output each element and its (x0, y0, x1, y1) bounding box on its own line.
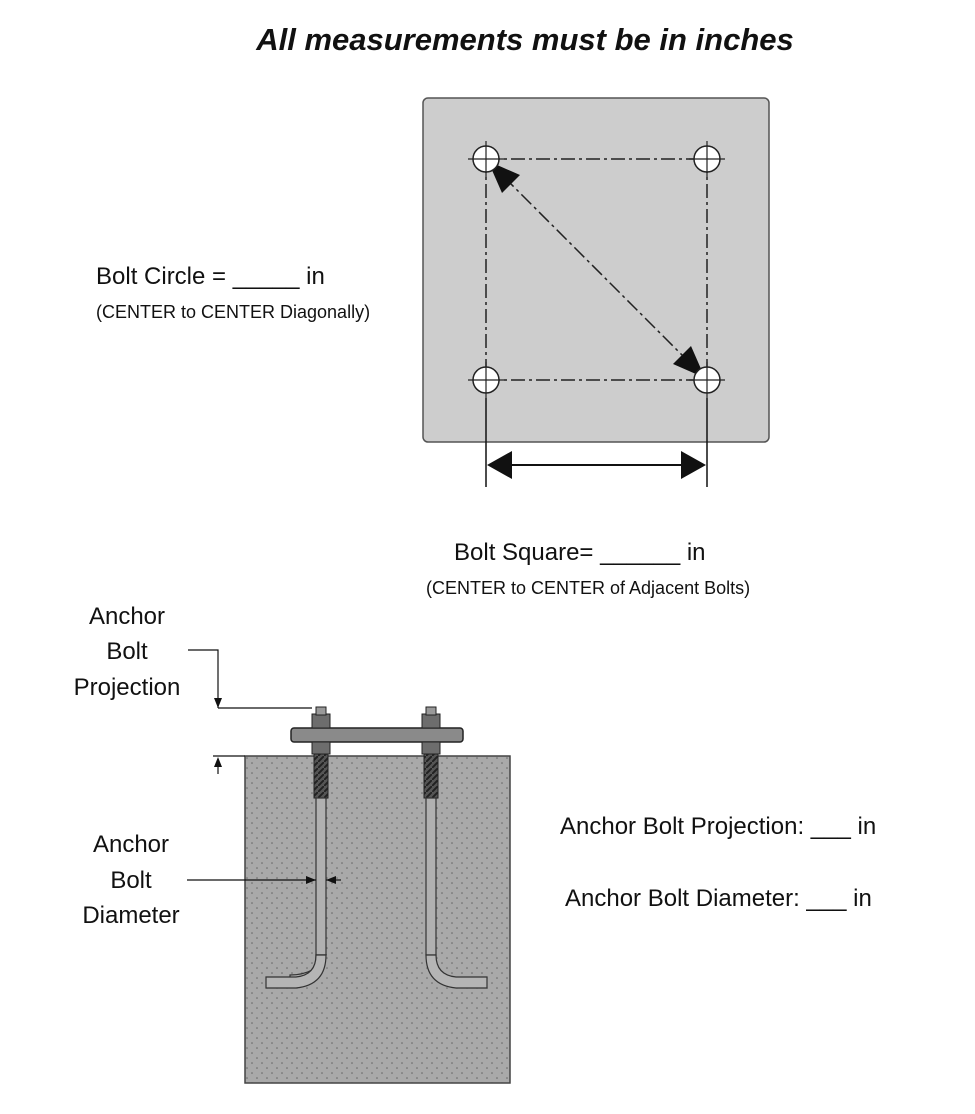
projection-callout-line-3: Projection (73, 674, 181, 701)
concrete-foundation (244, 755, 511, 1084)
anchor-bolt-left (265, 741, 329, 989)
projection-field: Anchor Bolt Projection: ___ in (560, 813, 877, 840)
diameter-callout-line-3: Diameter (82, 902, 180, 929)
bolt-square-label: Bolt Square= ______ in (454, 539, 706, 566)
hole-crosshairs (468, 141, 725, 398)
diameter-callout-line-1: Anchor (92, 831, 170, 858)
bolt-pattern-square (485, 158, 708, 381)
projection-callout-line-1: Anchor (88, 603, 166, 630)
dimension-arrow-left (487, 451, 512, 479)
bolt-square-note: (CENTER to CENTER of Adjacent Bolts) (426, 578, 751, 598)
top-plate (290, 727, 464, 743)
diagonal-arrow-head-bottom (673, 346, 705, 378)
diameter-field: Anchor Bolt Diameter: ___ in (565, 885, 872, 912)
diameter-arrow-left (306, 876, 316, 884)
bolt-circle-note: (CENTER to CENTER Diagonally) (96, 302, 371, 322)
projection-callout-line-2: Bolt (106, 638, 148, 665)
nuts (311, 706, 441, 755)
dimension-arrow-right (681, 451, 706, 479)
anchor-bolt-right (423, 741, 488, 989)
diameter-arrow-right (326, 876, 336, 884)
diameter-callout-line-2: Bolt (110, 867, 152, 894)
bolt-circle-label: Bolt Circle = _____ in (96, 263, 325, 290)
page-title: All measurements must be in inches (256, 22, 794, 57)
projection-arrow-up (214, 757, 222, 767)
bolt-square-dimension (485, 398, 708, 487)
projection-arrow-down (214, 698, 222, 708)
diagonal-arrow-head-top (488, 161, 520, 193)
